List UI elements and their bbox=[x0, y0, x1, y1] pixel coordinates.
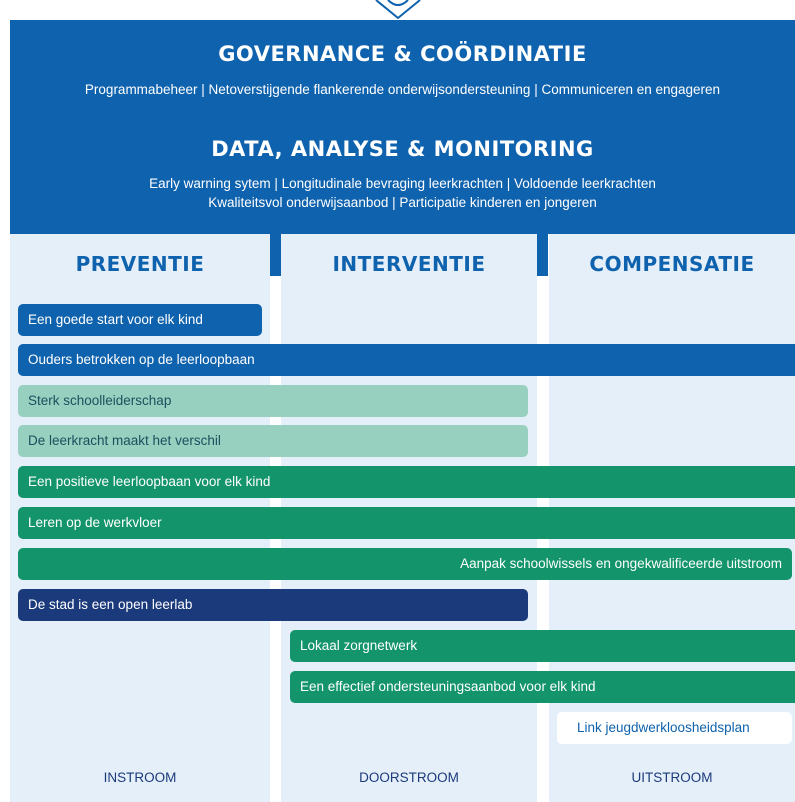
bar-effectief-ondersteuningsaanbod: Een effectief ondersteuningsaanbod voor … bbox=[290, 671, 795, 703]
bar-lokaal-zorgnetwerk: Lokaal zorgnetwerk bbox=[290, 630, 795, 662]
heart-outline-decoration bbox=[375, 0, 421, 20]
bar-een-goede-start: Een goede start voor elk kind bbox=[18, 304, 262, 336]
bar-ouders-betrokken: Ouders betrokken op de leerloopbaan bbox=[18, 344, 795, 376]
subtitle-governance: Programmabeheer | Netoverstijgende flank… bbox=[84, 82, 721, 97]
bar-stad-open-leerlab: De stad is een open leerlab bbox=[18, 589, 528, 621]
subtitle-data-analyse-2: Kwaliteitsvol onderwijsaanbod | Particip… bbox=[208, 195, 597, 210]
bar-sterk-schoolleiderschap: Sterk schoolleiderschap bbox=[18, 385, 528, 417]
header-band: GOVERNANCE & COÖRDINATIE Programmabeheer… bbox=[10, 20, 795, 234]
footer-instroom: INSTROOM bbox=[103, 770, 177, 785]
column-divider-2 bbox=[537, 234, 548, 276]
column-divider-1 bbox=[270, 234, 281, 276]
column-title-compensatie: COMPENSATIE bbox=[589, 252, 755, 276]
footer-uitstroom: UITSTROOM bbox=[631, 770, 713, 785]
subtitle-data-analyse-1: Early warning sytem | Longitudinale bevr… bbox=[149, 176, 656, 191]
footer-doorstroom: DOORSTROOM bbox=[359, 770, 459, 785]
bar-link-jeugdwerkloosheidsplan: Link jeugdwerkloosheidsplan bbox=[557, 712, 792, 744]
bar-aanpak-schoolwissels: Aanpak schoolwissels en ongekwalificeerd… bbox=[18, 548, 792, 580]
bar-leerkracht-verschil: De leerkracht maakt het verschil bbox=[18, 425, 528, 457]
bar-leren-op-werkvloer: Leren op de werkvloer bbox=[18, 507, 795, 539]
column-title-preventie: PREVENTIE bbox=[75, 252, 205, 276]
bar-positieve-leerloopbaan: Een positieve leerloopbaan voor elk kind bbox=[18, 466, 795, 498]
title-data-analyse: DATA, ANALYSE & MONITORING bbox=[211, 137, 594, 161]
title-governance: GOVERNANCE & COÖRDINATIE bbox=[218, 42, 587, 66]
column-title-interventie: INTERVENTIE bbox=[332, 252, 486, 276]
